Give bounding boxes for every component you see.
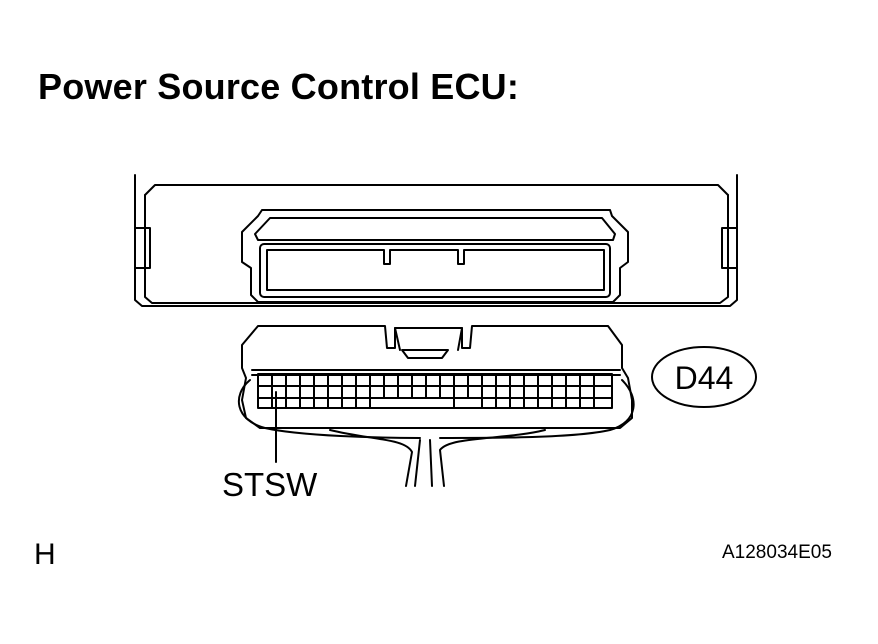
wire-harness [329,429,546,487]
connector-code-oval [651,346,757,408]
connector-code-label: D44 [675,360,734,396]
terminal-label: STSW [222,466,318,503]
harness-connector-plug [237,325,635,439]
ecu-connector-socket [241,209,629,303]
figure-id: A128034E05 [722,542,832,563]
corner-letter: H [34,538,56,571]
diagram-title: Power Source Control ECU: [38,66,520,107]
